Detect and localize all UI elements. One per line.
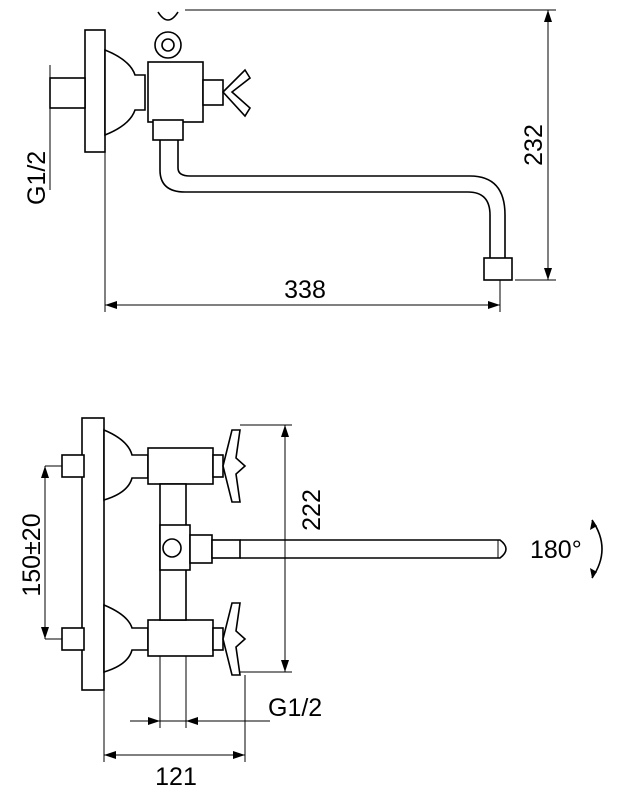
lower-valve — [147, 619, 214, 657]
side-reach-label: 338 — [284, 276, 326, 304]
lower-flange — [103, 603, 149, 674]
lower-handle — [222, 602, 247, 676]
upper-handle — [222, 429, 247, 503]
front-height-label: 222 — [298, 489, 326, 531]
wall-hatch — [84, 29, 106, 153]
upper-valve — [147, 447, 214, 485]
center-distance-label: 150±20 — [18, 513, 46, 596]
rotation-label: 180° — [530, 536, 582, 564]
front-thread-label: G1/2 — [268, 694, 322, 722]
wall-hatch — [81, 417, 105, 691]
wall-flange — [104, 48, 146, 137]
front-view: 222 150±20 180° G1/2 121 — [18, 417, 603, 791]
rotation-arrow — [591, 519, 603, 579]
upper-flange — [103, 428, 149, 502]
depth-label: 121 — [155, 763, 197, 791]
valve-body — [147, 61, 204, 123]
inlet-pipe — [49, 77, 86, 109]
side-view: G1/2 232 338 — [23, 9, 556, 312]
cross-handle — [221, 68, 252, 118]
side-thread-label: G1/2 — [23, 151, 51, 205]
side-height-label: 232 — [520, 124, 548, 166]
front-spout — [240, 539, 507, 559]
spout — [159, 140, 491, 258]
spout-nozzle — [483, 257, 513, 281]
